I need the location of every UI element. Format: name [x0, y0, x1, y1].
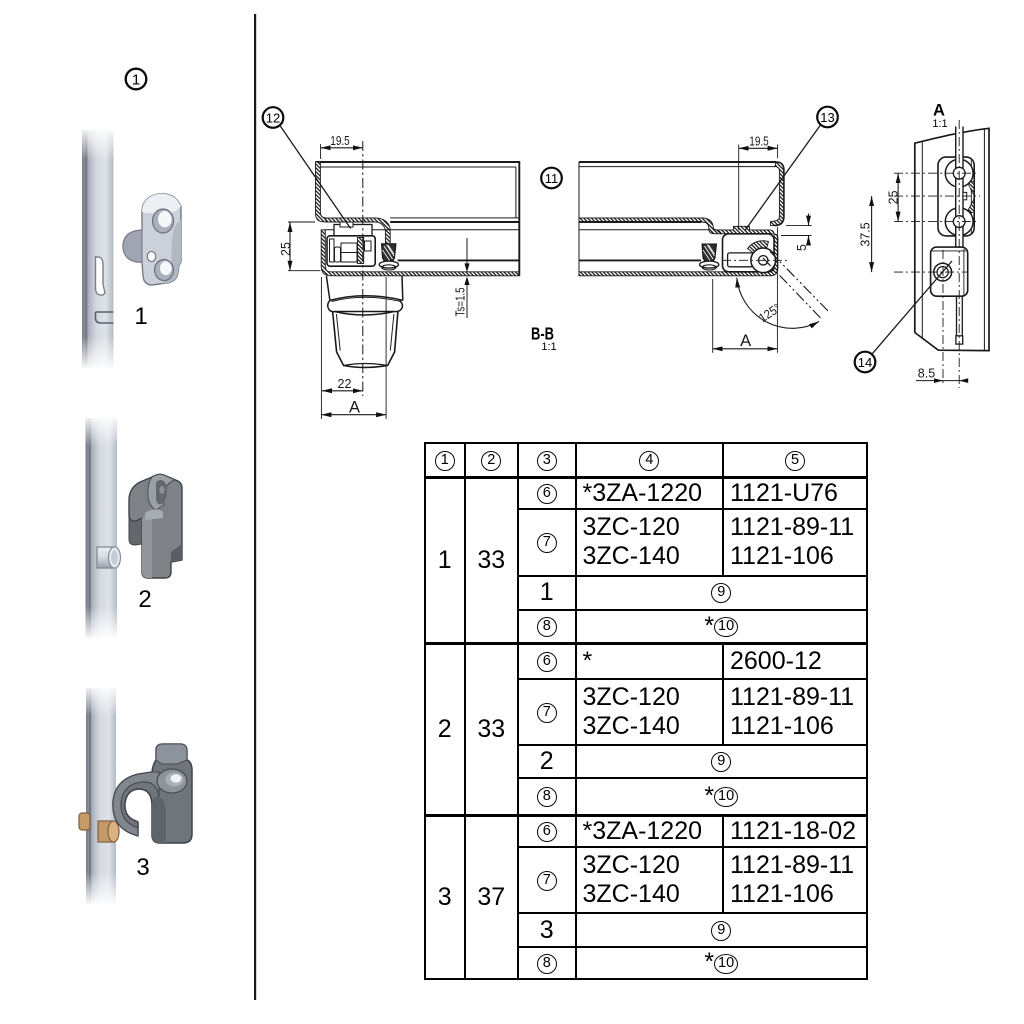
- svg-text:37.5: 37.5: [859, 222, 873, 246]
- svg-text:3: 3: [136, 854, 149, 881]
- svg-text:Ts=1.5: Ts=1.5: [454, 287, 468, 316]
- svg-text:19.5: 19.5: [749, 135, 769, 149]
- svg-text:5: 5: [795, 244, 809, 251]
- svg-text:1: 1: [132, 72, 140, 89]
- svg-text:13: 13: [820, 110, 834, 125]
- svg-text:A: A: [740, 332, 751, 350]
- svg-text:8.5: 8.5: [918, 367, 935, 381]
- svg-text:25: 25: [279, 242, 293, 256]
- svg-text:12: 12: [266, 110, 280, 125]
- svg-text:14: 14: [858, 355, 872, 370]
- svg-text:25: 25: [887, 190, 901, 204]
- svg-text:19.5: 19.5: [330, 134, 350, 148]
- svg-text:125°: 125°: [756, 301, 783, 325]
- svg-text:1:1: 1:1: [541, 341, 556, 353]
- svg-text:1:1: 1:1: [932, 118, 947, 130]
- svg-text:A: A: [933, 102, 945, 120]
- svg-text:B-B: B-B: [531, 324, 554, 344]
- svg-text:22: 22: [338, 377, 352, 391]
- svg-text:2: 2: [138, 586, 151, 613]
- svg-text:1: 1: [134, 303, 147, 330]
- svg-text:11: 11: [545, 171, 559, 186]
- svg-text:A: A: [349, 399, 360, 417]
